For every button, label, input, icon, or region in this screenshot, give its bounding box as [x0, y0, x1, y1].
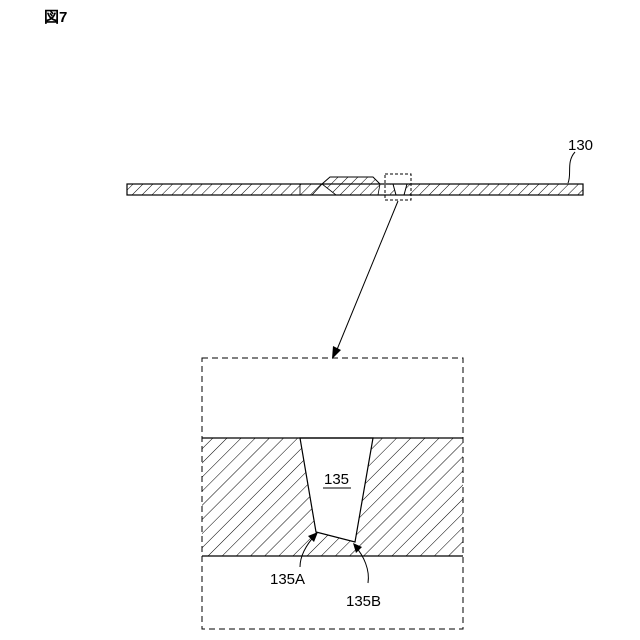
label-130: 130 [568, 137, 593, 154]
detail-section [202, 438, 463, 556]
label-135B: 135B [346, 593, 381, 610]
detail-arrowhead [332, 346, 341, 359]
detail-arrow-line [336, 201, 398, 352]
label-135A: 135A [270, 571, 305, 588]
label-135: 135 [324, 471, 349, 488]
leader-130 [568, 152, 575, 183]
figure-title: 図7 [44, 9, 67, 26]
plate-groove [393, 184, 407, 195]
plate-raised-step [322, 177, 380, 184]
plate-130 [127, 177, 583, 195]
